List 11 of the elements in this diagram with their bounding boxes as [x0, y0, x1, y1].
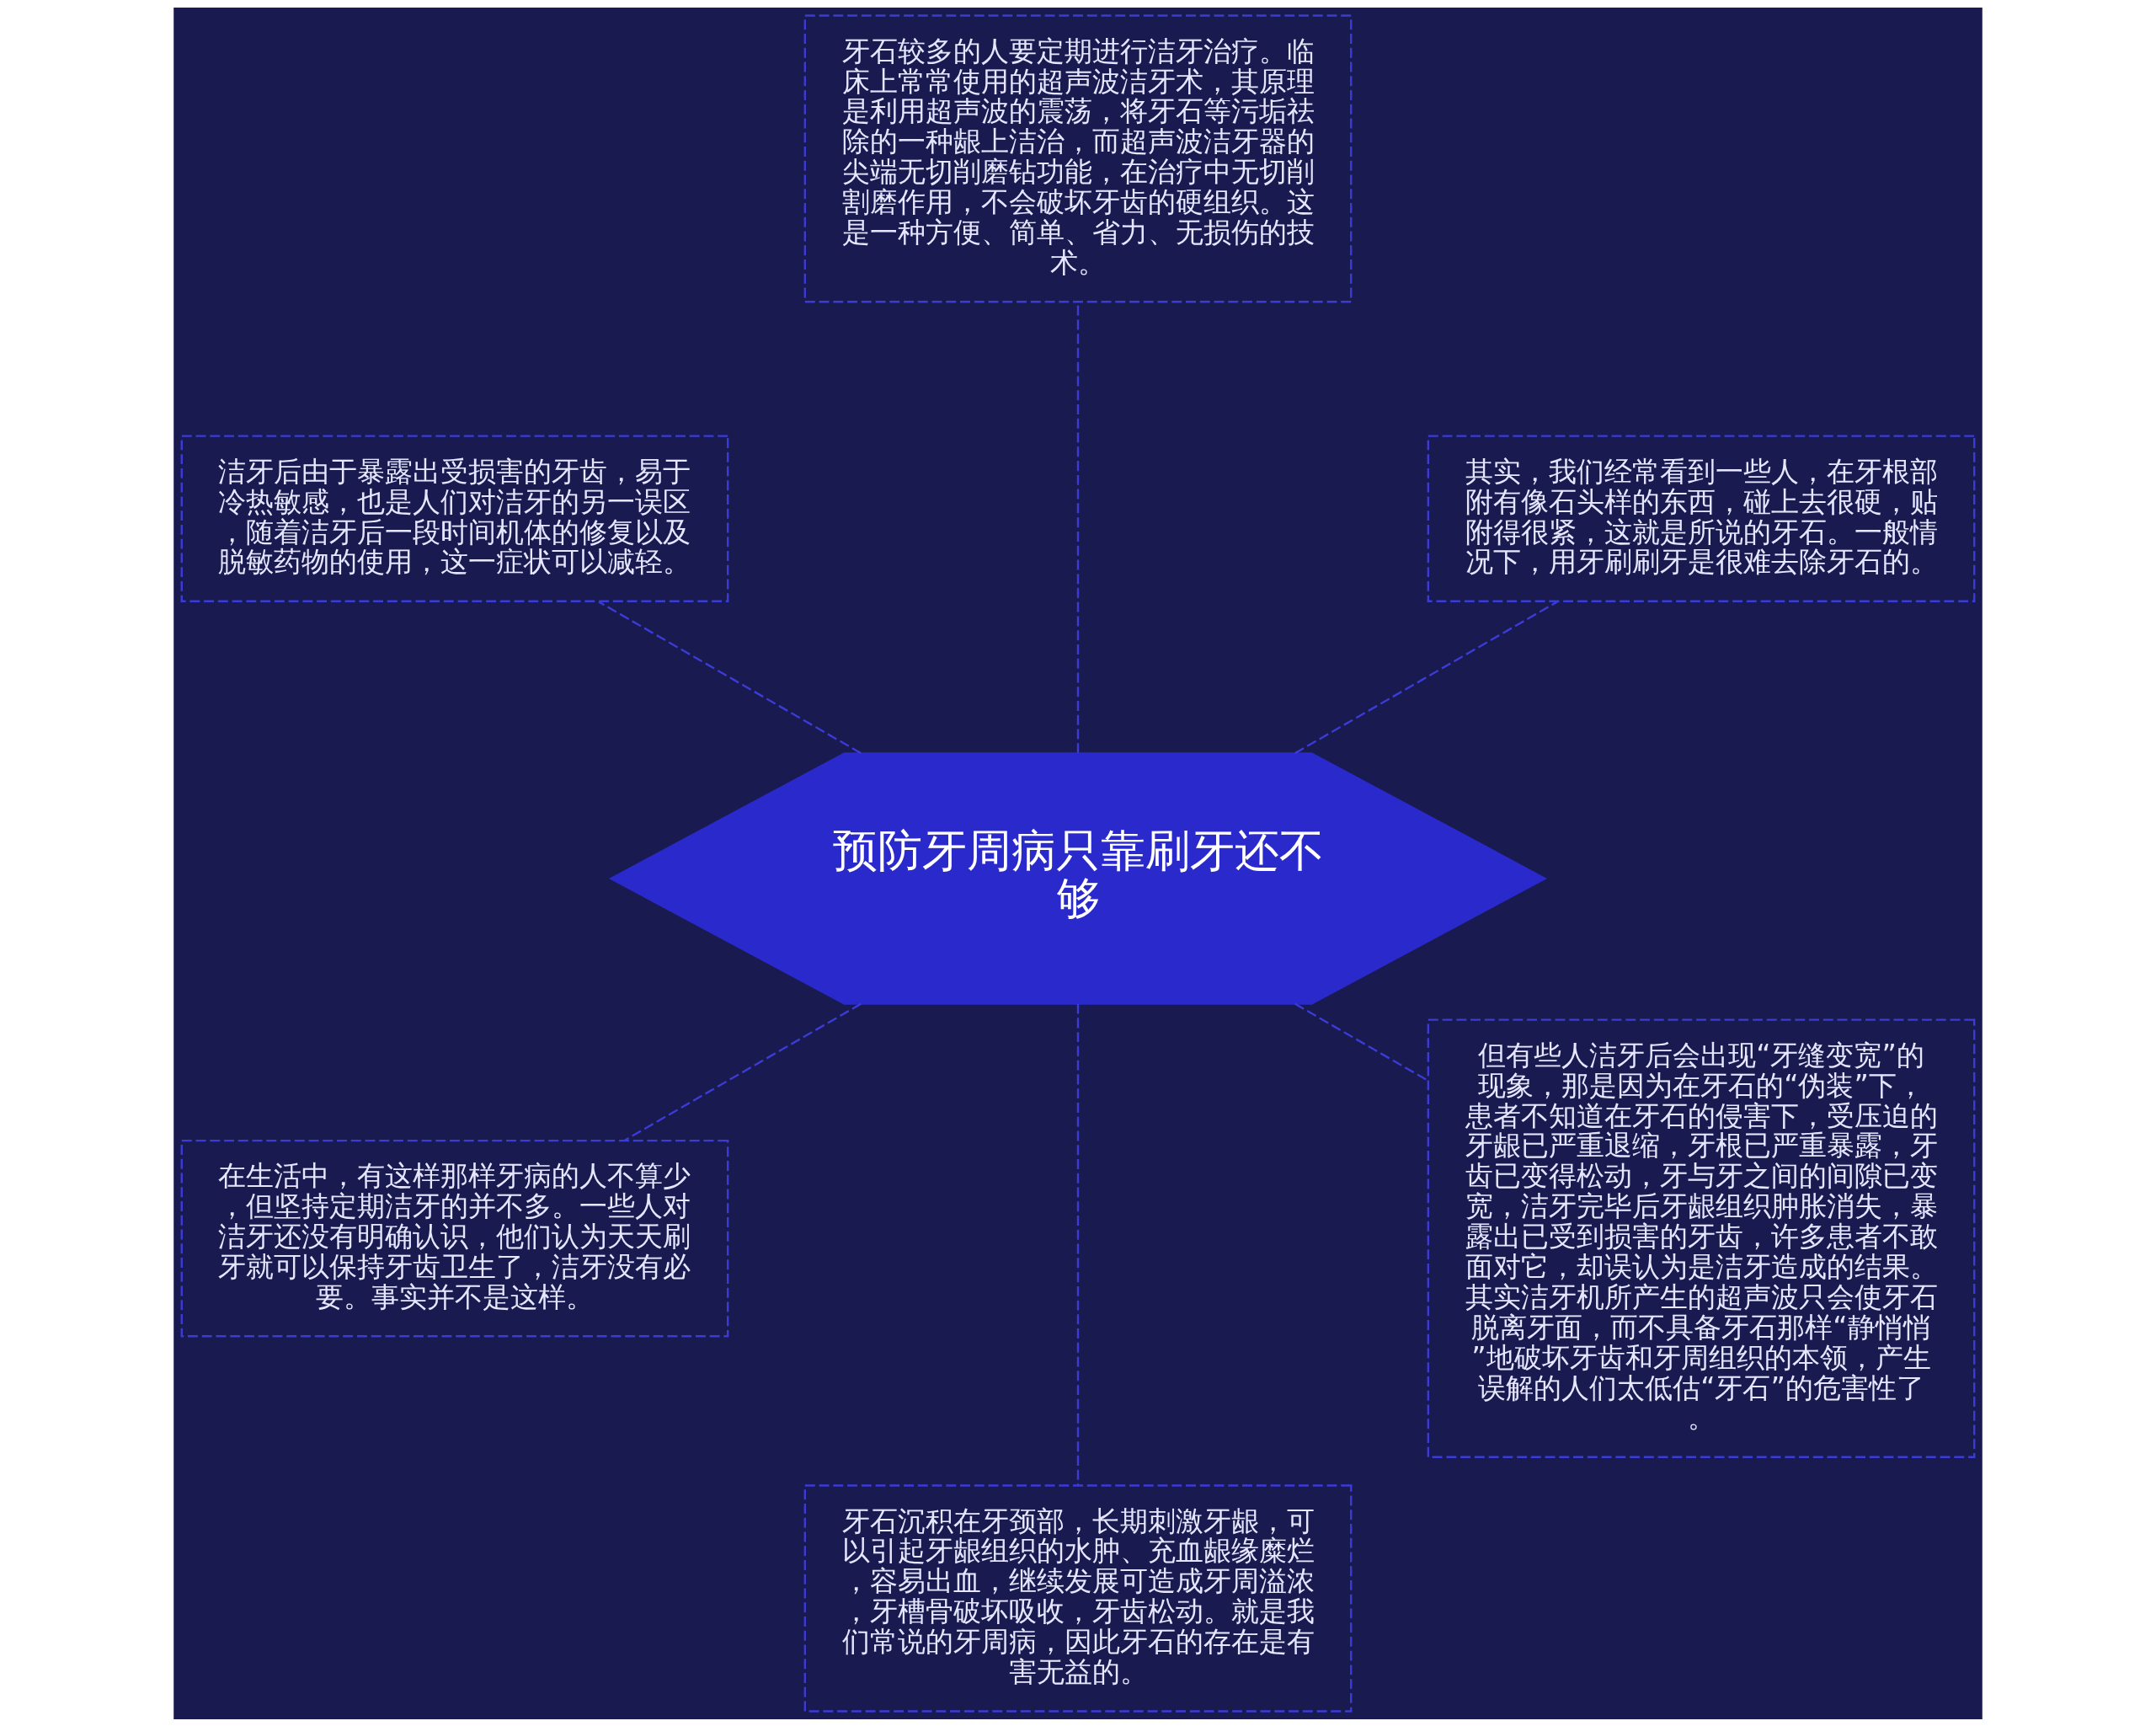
node-box: 洁牙后由于暴露出受损害的牙齿，易于冷热敏感，也是人们对洁牙的另一误区，随着洁牙后一段时间机体的修复以及脱敏药物的使用，这一症状可以减轻。	[180, 434, 729, 602]
node-box: 其实，我们经常看到一些人，在牙根部附有像石头样的东西，碰上去很硬，贴附得很紧，这就是所说的牙石。一般情况下，用牙刷刷牙是很难去除牙石的。	[1427, 434, 1976, 602]
connector	[1076, 1003, 1080, 1485]
node-box: 在生活中，有这样那样牙病的人不算少，但坚持定期洁牙的并不多。一些人对洁牙还没有明确认识，他们认为天天刷牙就可以保持牙齿卫生了，洁牙没有必要。事实并不是这样。	[180, 1139, 729, 1337]
node-box: 牙石沉积在牙颈部，长期刺激牙龈，可以引起牙龈组织的水肿、充血龈缘糜烂，容易出血，继续发展可造成牙周溢浓，牙槽骨破坏吸收，牙齿松动。就是我们常说的牙周病，因此牙石的存在是有害无益的。	[803, 1483, 1353, 1713]
connector	[624, 1002, 862, 1141]
connector	[1294, 600, 1558, 754]
connector	[598, 600, 862, 754]
node-box: 牙石较多的人要定期进行洁牙治疗。临床上常常使用的超声波洁牙术，其原理是利用超声波的震荡，将牙石等污垢祛除的一种龈上洁治，而超声波洁牙器的尖端无切削磨钻功能，在治疗中无切削割磨作用，不会破坏牙齿的硬组织。这是一种方便、简单、省力、无损伤的技术。	[803, 13, 1353, 302]
node-box: 但有些人洁牙后会出现“牙缝变宽”的现象，那是因为在牙石的“伪装”下，患者不知道在牙石的侵害下，受压迫的牙龈已严重退缩，牙根已严重暴露，牙齿已变得松动，牙与牙之间的间隙已变宽，洁牙完毕后牙龈组织肿胀消失，暴露出已受到损害的牙齿，许多患者不敢面对它，却误认为是洁牙造成的结果。其实洁牙机所产生的超声波只会使牙石脱离牙面，而不具备牙石那样“静悄悄”地破坏牙齿和牙周组织的本领，产生误解的人们太低估“牙石”的危害性了。	[1427, 1018, 1976, 1458]
connector	[1294, 1002, 1429, 1082]
